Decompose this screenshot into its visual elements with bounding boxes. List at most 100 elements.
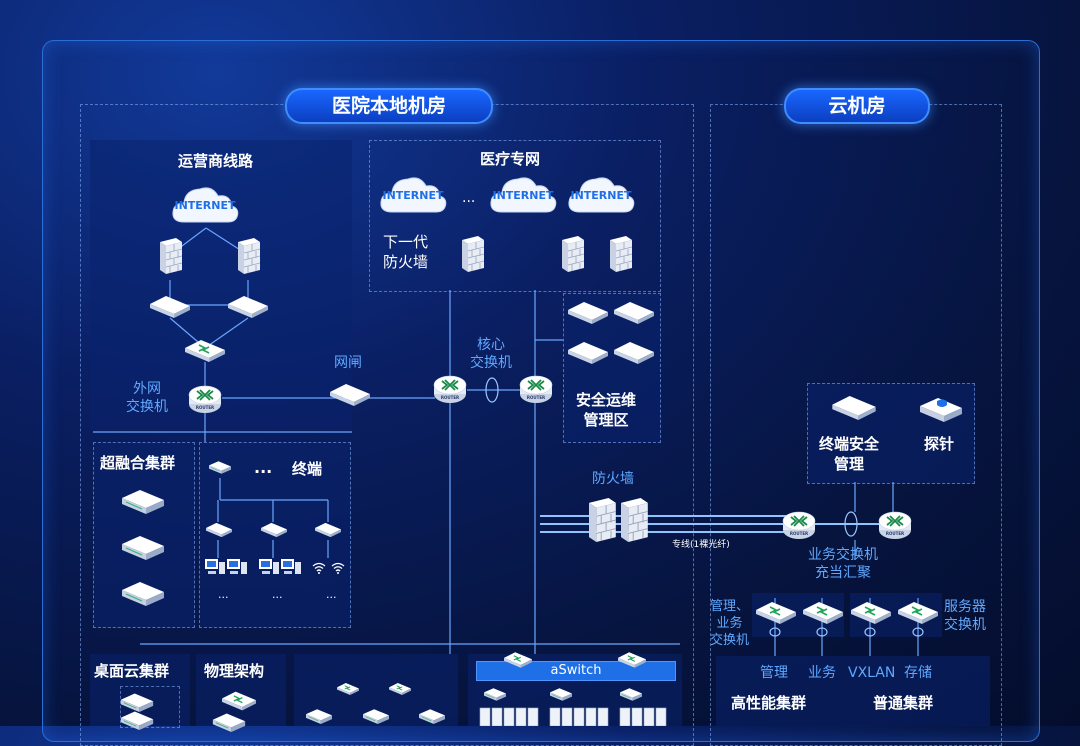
firewall-icon <box>458 236 484 272</box>
probe-label: 探针 <box>924 435 955 453</box>
firewall-label: 防火墙 <box>592 471 634 487</box>
medical-panel <box>369 140 661 292</box>
terminal-ellipsis: ... <box>218 588 229 601</box>
outer-switch-label: 外网 交换机 <box>126 381 168 415</box>
cloud-label: INTERNET <box>382 189 444 202</box>
pc-icon <box>204 558 226 576</box>
switch-icon <box>185 340 225 362</box>
storage-rack-icon <box>619 707 667 726</box>
cluster-panel <box>716 656 990 726</box>
server-icon <box>120 711 154 730</box>
switch-icon <box>222 690 256 712</box>
internet-cloud-icon: INTERNET <box>170 182 240 226</box>
server-icon <box>550 687 572 702</box>
cloud-dots: ... <box>462 190 476 206</box>
aswitch-bar: aSwitch <box>476 661 676 681</box>
router-icon <box>433 374 467 404</box>
local-region-title: 医院本地机房 <box>285 88 493 124</box>
router-icon <box>188 384 222 414</box>
router-icon <box>878 510 912 540</box>
terminal-dots: ... <box>254 458 273 477</box>
endpoint-mgmt-label: 终端安全 管理 <box>819 435 880 473</box>
switch-icon <box>206 522 232 538</box>
terminal-title: 终端 <box>292 460 323 478</box>
switch-icon <box>389 682 411 696</box>
gateway-icon <box>330 384 370 406</box>
switch-icon <box>315 522 341 538</box>
physical-panel <box>196 654 286 726</box>
server-icon <box>122 488 164 514</box>
firewall-icon <box>558 236 584 272</box>
desktop-cloud-title: 桌面云集群 <box>94 662 170 680</box>
net-label-mgmt: 管理 <box>760 665 788 681</box>
firewall-icon <box>156 238 182 274</box>
server-icon <box>484 687 506 702</box>
server-icon <box>419 708 445 725</box>
switch-icon <box>504 651 532 669</box>
terminal-security-server-icon <box>832 396 876 420</box>
ngfw-label: 下一代 防火墙 <box>383 233 429 271</box>
server-icon <box>620 687 642 702</box>
connection-lines <box>93 227 924 656</box>
net-label-storage: 存储 <box>904 665 932 681</box>
switch-icon <box>851 600 891 626</box>
core-switch-label: 核心 交换机 <box>470 337 512 371</box>
server-icon <box>306 708 332 725</box>
pc-icon <box>226 558 248 576</box>
cloud-label: INTERNET <box>174 199 236 212</box>
hci-title: 超融合集群 <box>100 454 176 472</box>
terminal-ellipsis: ... <box>272 588 283 601</box>
biz-switch-label: 业务交换机 充当汇聚 <box>808 547 878 581</box>
switch-icon <box>618 651 646 669</box>
firewall-icon <box>584 498 616 542</box>
router-icon <box>519 374 553 404</box>
net-label-vxlan: VXLAN <box>848 665 896 681</box>
server-icon <box>122 580 164 606</box>
cloud-label: INTERNET <box>570 189 632 202</box>
firewall-icon <box>616 498 648 542</box>
switch-icon <box>756 600 796 626</box>
server-icon <box>212 713 246 732</box>
storage-rack-icon <box>479 707 539 726</box>
terminal-ellipsis: ... <box>326 588 337 601</box>
internet-cloud-icon: INTERNET <box>566 172 636 216</box>
server-icon <box>363 708 389 725</box>
medical-title: 医疗专网 <box>480 150 541 168</box>
pc-icon <box>280 558 302 576</box>
server-switch-label: 服务器 交换机 <box>944 599 986 633</box>
wifi-icon <box>331 562 345 574</box>
carrier-panel <box>90 140 352 430</box>
switch-icon <box>150 296 190 318</box>
endpoint-panel <box>807 383 975 484</box>
physical-title: 物理架构 <box>204 662 265 680</box>
server-icon <box>614 342 654 364</box>
server-icon <box>122 534 164 560</box>
switch-icon <box>898 600 938 626</box>
internet-cloud-icon: INTERNET <box>378 172 448 216</box>
storage-rack-icon <box>549 707 609 726</box>
server-icon <box>120 693 154 712</box>
mgmt-switch-label: 管理、 业务 交换机 <box>710 599 750 648</box>
secops-label: 安全运维 管理区 <box>576 391 637 429</box>
server-icon <box>568 302 608 324</box>
dedicated-line-label: 专线(1裸光纤) <box>672 540 730 550</box>
switch-icon <box>337 682 359 696</box>
gateway-label: 网闸 <box>334 355 362 371</box>
pc-icon <box>258 558 280 576</box>
switch-icon <box>228 296 268 318</box>
server-icon <box>614 302 654 324</box>
server-icon <box>568 342 608 364</box>
terminal-switch-icon <box>209 460 231 475</box>
internet-cloud-icon: INTERNET <box>488 172 558 216</box>
switch-icon <box>803 600 843 626</box>
router-icon <box>782 510 816 540</box>
hpc-cluster-label: 高性能集群 <box>731 694 807 712</box>
switch-icon <box>261 522 287 538</box>
net-label-business: 业务 <box>808 665 836 681</box>
firewall-icon <box>234 238 260 274</box>
general-cluster-label: 普通集群 <box>873 694 934 712</box>
cloud-region-title: 云机房 <box>784 88 930 124</box>
cloud-label: INTERNET <box>492 189 554 202</box>
wifi-icon <box>312 562 326 574</box>
firewall-icon <box>606 236 632 272</box>
